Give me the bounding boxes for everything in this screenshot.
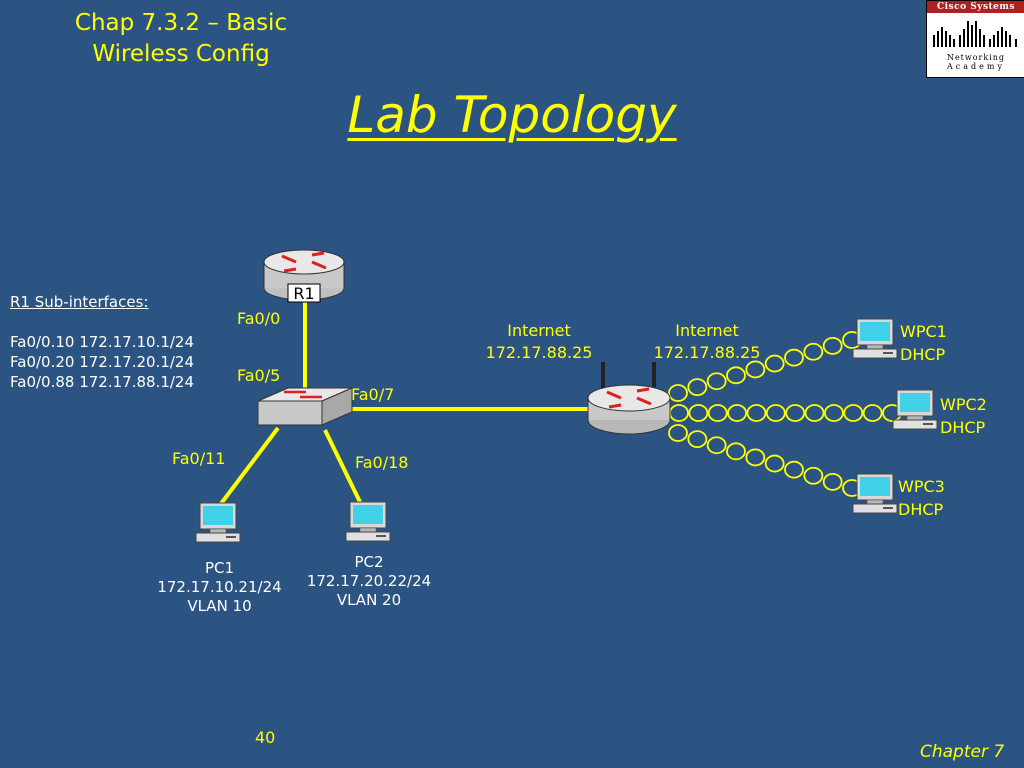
- logo-brand: Cisco Systems: [927, 1, 1024, 13]
- slide-title-text: Lab Topology: [347, 86, 677, 144]
- wpc1-addr: DHCP: [900, 345, 946, 364]
- cisco-logo: Cisco Systems Networking Academy: [926, 0, 1024, 78]
- switch-icon: [257, 387, 353, 426]
- subinterface-line: Fa0/0.20 172.17.20.1/24: [10, 353, 194, 371]
- chapter-title-line2: Wireless Config: [92, 41, 270, 67]
- pc1-label: PC1 172.17.10.21/24 VLAN 10: [152, 559, 287, 616]
- wireless-coil-loop: [706, 372, 727, 391]
- wireless-coil-loop: [726, 442, 746, 461]
- internet-right-title: Internet: [675, 321, 739, 340]
- wpc2-addr: DHCP: [940, 418, 986, 437]
- wpc1-icon: [852, 318, 898, 359]
- wireless-coil-loop: [669, 404, 689, 422]
- wireless-link-wpc3: [668, 424, 862, 497]
- wpc1-label: WPC1 DHCP: [900, 320, 947, 366]
- wireless-coil-loop: [687, 430, 708, 449]
- link-switch-pc1: [218, 426, 280, 507]
- port-label-sw-fa0-11: Fa0/11: [172, 449, 226, 468]
- pc2-vlan: VLAN 20: [336, 591, 402, 609]
- wireless-coil-loop: [688, 404, 709, 422]
- page-number: 40: [255, 728, 276, 747]
- wireless-coil-loop: [687, 378, 708, 397]
- wireless-coil-loop: [822, 336, 843, 355]
- subinterface-line: Fa0/0.10 172.17.10.1/24: [10, 333, 194, 351]
- logo-bridge-icon: [933, 21, 1017, 47]
- router-r1-icon: [263, 249, 345, 303]
- wireless-coil-loop: [784, 460, 804, 479]
- pc1-icon: [195, 502, 241, 543]
- link-switch-pc2: [323, 429, 362, 503]
- port-label-sw-fa0-7: Fa0/7: [351, 385, 395, 404]
- router-r1-label: R1: [293, 284, 314, 303]
- wireless-link-wpc1: [668, 331, 862, 402]
- wireless-coil-loop: [668, 424, 688, 442]
- port-label-r1-fa0-0: Fa0/0: [237, 309, 281, 328]
- chapter-footer: Chapter 7: [920, 742, 1005, 762]
- wpc2-icon: [892, 389, 938, 430]
- subinterface-line: Fa0/0.88 172.17.88.1/24: [10, 373, 194, 391]
- wireless-coil-loop: [706, 436, 727, 455]
- wireless-coil-loop: [803, 466, 824, 485]
- port-label-sw-fa0-18: Fa0/18: [355, 453, 409, 472]
- wireless-coil-loop: [746, 404, 767, 422]
- internet-left-label: Internet 172.17.88.25: [480, 320, 598, 364]
- wireless-coil-loop: [765, 404, 786, 422]
- wireless-coil-loop: [784, 348, 804, 367]
- internet-left-ip: 172.17.88.25: [485, 343, 593, 362]
- wpc1-name: WPC1: [900, 322, 947, 341]
- wpc3-addr: DHCP: [898, 500, 944, 519]
- wireless-coil-loop: [745, 360, 766, 379]
- wpc3-icon: [852, 473, 898, 514]
- wireless-router-icon: [587, 362, 671, 435]
- chapter-title-line1: Chap 7.3.2 – Basic: [74, 10, 288, 36]
- pc1-ip: 172.17.10.21/24: [157, 578, 282, 596]
- internet-right-ip: 172.17.88.25: [653, 343, 761, 362]
- wireless-coil-loop: [707, 404, 728, 422]
- subinterfaces-block: R1 Sub-interfaces: Fa0/0.10 172.17.10.1/…: [10, 292, 194, 392]
- wireless-coil-loop: [726, 366, 746, 385]
- wpc3-label: WPC3 DHCP: [898, 475, 945, 521]
- logo-line1: Networking: [946, 53, 1006, 62]
- wireless-coil-loop: [668, 384, 688, 402]
- pc1-name: PC1: [204, 559, 235, 577]
- wireless-coil-loop: [824, 404, 844, 422]
- port-label-sw-fa0-5: Fa0/5: [237, 366, 281, 385]
- wpc2-name: WPC2: [940, 395, 987, 414]
- chapter-title: Chap 7.3.2 – Basic Wireless Config: [56, 8, 306, 70]
- pc2-label: PC2 172.17.20.22/24 VLAN 20: [300, 553, 438, 610]
- pc2-ip: 172.17.20.22/24: [306, 572, 432, 590]
- logo-line2: Academy: [947, 62, 1005, 71]
- pc1-vlan: VLAN 10: [187, 597, 252, 615]
- wpc2-label: WPC2 DHCP: [940, 393, 987, 439]
- wireless-coil-loop: [764, 454, 785, 473]
- wireless-coil-loop: [745, 448, 766, 467]
- pc2-icon: [345, 501, 391, 542]
- wireless-coil-loop: [785, 404, 806, 422]
- slide-title: Lab Topology: [0, 86, 1024, 144]
- internet-right-label: Internet 172.17.88.25: [648, 320, 766, 364]
- wireless-coil-loop: [803, 342, 824, 361]
- internet-left-title: Internet: [507, 321, 571, 340]
- wireless-coil-loop: [727, 404, 747, 422]
- wpc3-name: WPC3: [898, 477, 945, 496]
- wireless-coil-loop: [843, 404, 864, 422]
- wireless-coil-loop: [822, 472, 843, 491]
- wireless-coil-loop: [764, 354, 785, 373]
- wireless-coil-loop: [862, 404, 883, 422]
- wireless-coil-loop: [804, 404, 825, 422]
- wireless-link-wpc2: [669, 404, 902, 422]
- pc2-name: PC2: [354, 553, 384, 571]
- subinterfaces-heading: R1 Sub-interfaces:: [10, 293, 149, 311]
